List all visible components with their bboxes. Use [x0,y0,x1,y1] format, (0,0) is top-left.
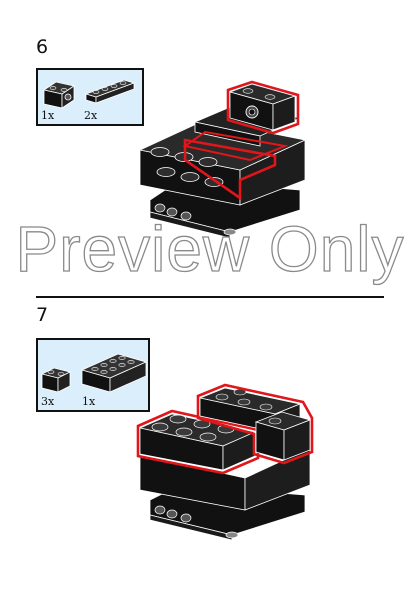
new-part-highlight [136,409,260,475]
part-qty: 2x [84,109,98,122]
parts-callout: 3x 1x [36,338,150,412]
plate-1x4-icon [84,79,136,104]
pin-icon [154,505,239,539]
pin-icon [154,203,237,236]
parts-illustration [40,353,148,393]
new-part-highlight [182,130,289,201]
preview-watermark: Preview Only [15,212,405,285]
technic-brick-1x2-icon [42,81,76,109]
parts-callout: 1x 2x [36,68,144,126]
parts-illustration [42,79,136,109]
step-6-model-illustration [138,80,307,239]
step-number: 7 [36,304,49,326]
part-qty: 3x [41,395,55,408]
new-part-highlight [196,383,314,465]
part-qty: 1x [82,395,96,408]
step-divider [36,296,384,298]
step-number: 6 [36,36,49,58]
brick-1x2-icon [40,367,72,393]
part-qty: 1x [41,109,55,122]
brick-2x4-icon [80,353,148,393]
new-part-highlight [226,80,300,135]
